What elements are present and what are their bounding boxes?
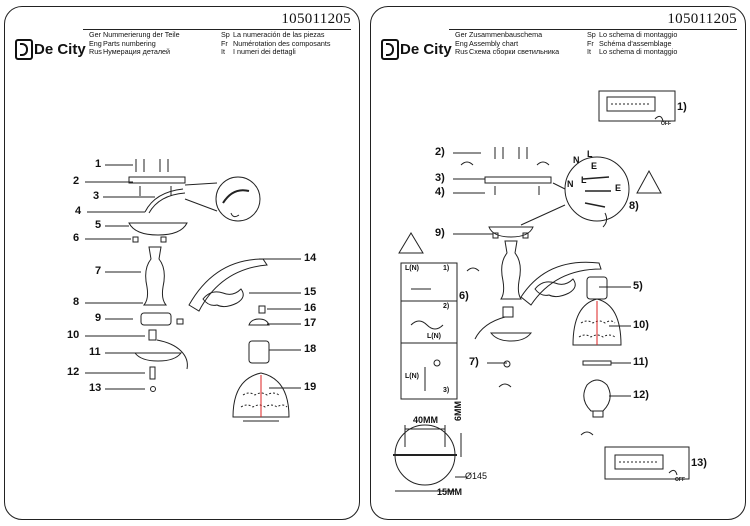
wire-earth-label: E	[615, 183, 622, 193]
product-code: 105011205	[667, 11, 737, 27]
part-label: 11	[89, 346, 101, 358]
part-label: 16	[304, 302, 317, 314]
dimension-height: 6MM	[453, 401, 463, 421]
dimension-width: 40MM	[413, 415, 439, 425]
brand-name: De City	[34, 41, 86, 58]
part-label: 15	[304, 286, 317, 298]
step-label: 3)	[435, 172, 445, 184]
assembly-drawing	[393, 90, 690, 492]
wire-neutral-label: N	[567, 179, 574, 189]
step-label: 12)	[633, 389, 649, 401]
panel-code: 3)	[443, 387, 450, 394]
brand-name: De City	[400, 41, 452, 58]
part-label: 4	[75, 205, 82, 217]
step-label: 8)	[629, 200, 639, 212]
brand-logo: De City	[381, 39, 452, 60]
header-rule	[83, 29, 351, 30]
panel-code: 1)	[443, 265, 450, 272]
step-label: 4)	[435, 186, 445, 198]
dimension-depth: 15MM	[437, 487, 463, 497]
wire-earth-label: E	[591, 161, 598, 171]
part-label: 9	[95, 312, 102, 324]
part-label: 19	[304, 381, 317, 393]
step-label: 7)	[469, 356, 479, 368]
step-label: 13)	[691, 457, 707, 469]
part-label: 1	[95, 158, 102, 170]
part-label: 3	[93, 190, 100, 202]
wire-live-label: L	[581, 175, 587, 185]
step-label: 5)	[633, 280, 643, 292]
logo-mark-icon	[381, 39, 399, 60]
step-label: 10)	[633, 319, 649, 331]
step-label: 9)	[435, 227, 445, 239]
wire-neutral-label: N	[573, 155, 580, 165]
panel-code: L(N)	[427, 333, 441, 340]
part-label: 6	[73, 232, 80, 244]
step-label: 1)	[677, 101, 687, 113]
part-label: 2	[73, 175, 80, 187]
part-label: 17	[304, 317, 317, 329]
part-label: 5	[95, 219, 102, 231]
part-label: 12	[67, 366, 80, 378]
logo-mark-icon	[15, 39, 33, 60]
off-label: OFF	[661, 121, 671, 127]
step-label: 2)	[435, 146, 445, 158]
product-code: 105011205	[281, 11, 351, 27]
part-label: 7	[95, 265, 102, 277]
switch-off-panel	[598, 90, 676, 122]
step-label: 11)	[633, 356, 649, 368]
panel-code: L(N)	[405, 265, 419, 272]
part-label: 10	[67, 329, 80, 341]
panel-code: L(N)	[405, 373, 419, 380]
brand-logo: De City	[15, 39, 86, 60]
off-label: OFF	[675, 477, 685, 483]
part-label: 18	[304, 343, 317, 355]
dimension-diameter: Ø145	[465, 471, 488, 481]
parts-exploded-drawing	[85, 159, 301, 422]
part-label: 8	[73, 296, 80, 308]
header-rule	[449, 29, 737, 30]
step-label: 6)	[459, 290, 469, 302]
part-label: 13	[89, 382, 102, 394]
wire-live-label: L	[587, 149, 593, 159]
part-label: 14	[304, 252, 317, 264]
panel-code: 2)	[443, 303, 450, 310]
